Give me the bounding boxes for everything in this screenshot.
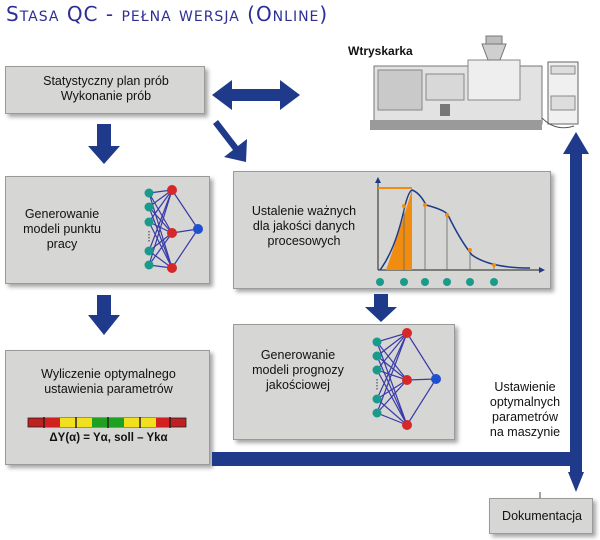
- dokumentacja-label: Dokumentacja: [502, 509, 582, 523]
- side-label-line2: optymalnych: [489, 395, 561, 409]
- arrow-down-2: [88, 295, 120, 335]
- box-wyliczenie: Wyliczenie optymalnego ustawienia parame…: [5, 350, 210, 465]
- box-ustalenie-line3: procesowych: [267, 234, 341, 248]
- formula: ΔY(α) = Yα, soll – Ykα: [49, 432, 168, 444]
- side-label-line3: parametrów: [492, 410, 558, 424]
- box-plan-line2: Wykonanie prób: [60, 89, 152, 103]
- process-curve-chart: [375, 177, 545, 286]
- parameter-scale: [27, 417, 187, 428]
- machine-label: Wtryskarka: [348, 44, 413, 58]
- side-label: Ustawienie optymalnych parametrów na mas…: [470, 380, 580, 440]
- box-dokumentacja: Dokumentacja: [489, 498, 593, 534]
- box-punkt-line2: modeli punktu: [23, 222, 101, 236]
- arrow-diagonal: [208, 120, 247, 162]
- side-label-line1: Ustawienie: [494, 380, 556, 394]
- side-label-line4: na maszynie: [489, 425, 561, 439]
- box-punkt-line1: Generowanie: [24, 207, 100, 221]
- arrow-down-3: [365, 294, 397, 322]
- page-title: Stasa QC - pełna wersja (Online): [6, 2, 329, 26]
- box-generowanie-prognozy: Generowanie modeli prognozy jakościowej: [233, 324, 455, 440]
- box-wyliczenie-line2: ustawienia parametrów: [44, 382, 173, 396]
- box-punkt-line3: pracy: [46, 237, 78, 251]
- arrow-feedback: [212, 132, 589, 492]
- box-ustalenie-line2: dla jakości danych: [252, 219, 356, 233]
- box-prognoza-line3: jakościowej: [266, 378, 330, 392]
- box-prognoza-line2: modeli prognozy: [252, 363, 344, 377]
- box-statystyczny-plan: Statystyczny plan prób Wykonanie prób: [5, 66, 205, 114]
- arrow-double-horizontal: [212, 80, 300, 110]
- neural-network-2: [372, 328, 441, 430]
- arrow-down-1: [88, 124, 120, 164]
- box-plan-line1: Statystyczny plan prób: [43, 74, 169, 88]
- box-ustalenie-line1: Ustalenie ważnych: [251, 204, 357, 218]
- box-wyliczenie-line1: Wyliczenie optymalnego: [41, 367, 176, 381]
- box-prognoza-line1: Generowanie: [260, 348, 336, 362]
- neural-network-1: [144, 185, 203, 273]
- machine-illustration: [370, 35, 579, 130]
